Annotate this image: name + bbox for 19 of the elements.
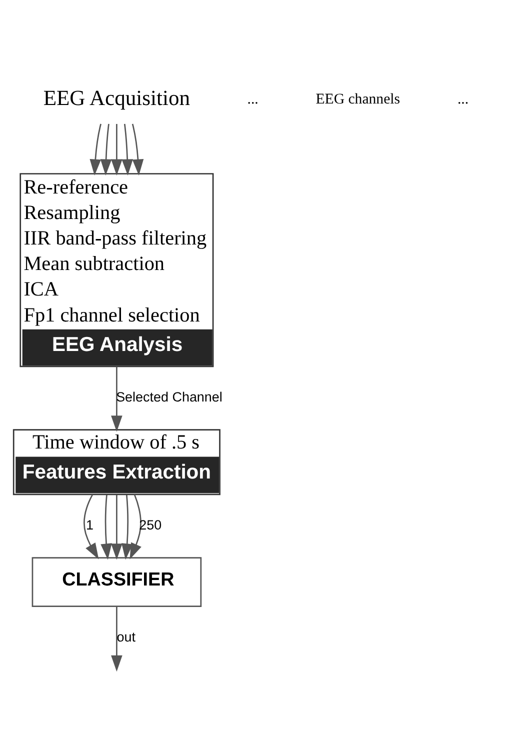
arrow (100, 124, 112, 176)
node-text: EEG Acquisition (43, 86, 190, 110)
label: ... (247, 91, 258, 108)
node-box: CLASSIFIER (32, 557, 202, 607)
arrow (121, 494, 133, 560)
label: EEG channels (316, 91, 400, 108)
arrow (111, 366, 122, 432)
arrow (130, 494, 142, 560)
arrow (111, 494, 122, 560)
arrow (111, 606, 122, 672)
arrow (100, 494, 112, 560)
edge-label: out (116, 629, 136, 644)
label: ... (457, 91, 469, 108)
arrow (111, 124, 122, 176)
edge-label: 1 (86, 518, 94, 532)
arrow (90, 124, 102, 176)
arrow (132, 124, 144, 176)
arrow (122, 124, 133, 176)
arrow (84, 494, 99, 560)
